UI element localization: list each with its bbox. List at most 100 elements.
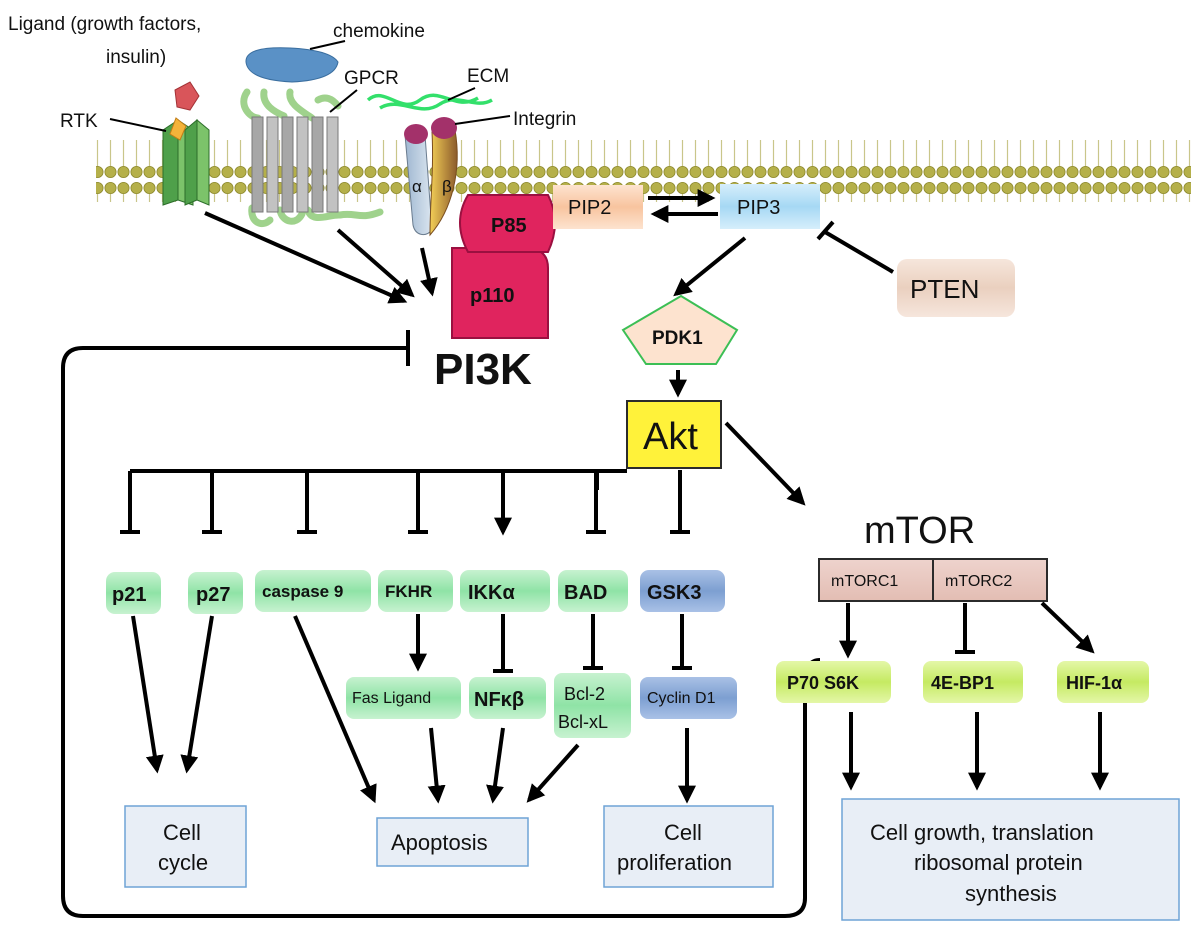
svg-text:FKHR: FKHR	[385, 582, 432, 601]
rtk-pointer	[109, 118, 167, 132]
svg-text:PDK1: PDK1	[652, 328, 703, 349]
nfkb-node: NFκβ	[469, 677, 546, 719]
akt-inhibits-fkhr	[408, 471, 428, 534]
pip2-node: PIP2	[553, 185, 643, 229]
4ebp1-node: 4E-BP1	[923, 661, 1023, 703]
svg-text:PTEN: PTEN	[910, 274, 979, 304]
pten-inhibits-pip3	[816, 220, 895, 274]
akt-inhibits-bad	[586, 471, 606, 534]
p21-to-cellcycle-arrow	[131, 615, 164, 774]
akt-to-mtor-arrow	[724, 421, 806, 506]
gpcr-receptor	[240, 88, 384, 227]
bcl-to-apoptosis-arrow	[526, 743, 580, 803]
bad-node: BAD	[558, 570, 628, 612]
fas-ligand-node: Fas Ligand	[346, 677, 461, 719]
p110-subunit: p110	[451, 247, 549, 339]
p27-to-cellcycle-arrow	[180, 615, 214, 774]
svg-text:Apoptosis: Apoptosis	[391, 830, 488, 855]
gsk3-node: GSK3	[640, 570, 725, 612]
svg-text:Cyclin D1: Cyclin D1	[647, 690, 716, 707]
gpcr-to-pi3k-arrow	[336, 228, 415, 298]
akt-inhibits-caspase9	[297, 471, 317, 534]
integrin-label: Integrin	[513, 109, 576, 130]
chemokine-label: chemokine	[333, 21, 425, 42]
apoptosis-outcome: Apoptosis	[376, 817, 529, 867]
ikka-node: IKKα	[460, 570, 550, 612]
svg-text:HIF-1α: HIF-1α	[1066, 673, 1122, 693]
fkhr-node: FKHR	[378, 570, 453, 612]
svg-text:Cell growth, translation: Cell growth, translation	[870, 820, 1094, 845]
rtk-label: RTK	[60, 111, 98, 132]
pi3k-label: PI3K	[434, 345, 532, 394]
akt-inhibits-p27	[202, 471, 222, 534]
mtor-label: mTOR	[864, 510, 975, 552]
mtorc1-node: mTORC1	[818, 558, 934, 602]
svg-text:NFκβ: NFκβ	[474, 689, 524, 711]
svg-text:P85: P85	[491, 215, 527, 237]
pip3-node: PIP3	[720, 184, 820, 229]
cell-cycle-outcome: Cell cycle	[124, 805, 247, 888]
pten-node: PTEN	[897, 259, 1015, 317]
integrin-pointer	[454, 115, 511, 125]
bcl2-bclxl-node: Bcl-2 Bcl-xL	[554, 673, 631, 738]
ecm-label: ECM	[467, 66, 509, 87]
ecm-pointer	[447, 87, 476, 101]
bad-inhibits-bcl2	[583, 614, 603, 670]
chemokine-shape	[245, 47, 339, 83]
svg-text:GSK3: GSK3	[647, 582, 701, 604]
ligand-shape	[174, 81, 200, 111]
svg-text:BAD: BAD	[564, 582, 607, 604]
akt-node: Akt	[626, 400, 722, 469]
svg-text:ribosomal protein: ribosomal protein	[914, 850, 1083, 875]
gpcr-label: GPCR	[344, 68, 399, 89]
svg-text:mTORC1: mTORC1	[831, 573, 898, 590]
cyclin-d1-node: Cyclin D1	[640, 677, 737, 719]
p70s6k-node: P70 S6K	[776, 661, 891, 703]
svg-text:p110: p110	[470, 285, 514, 307]
caspase9-to-apoptosis-arrow	[293, 615, 377, 804]
nfkb-to-apoptosis-arrow	[486, 727, 505, 804]
svg-text:Fas Ligand: Fas Ligand	[352, 690, 431, 707]
svg-text:Cell: Cell	[163, 820, 201, 845]
akt-inhibits-gsk3	[670, 470, 690, 534]
ecm-fibers	[366, 93, 493, 111]
svg-text:caspase 9: caspase 9	[262, 582, 343, 601]
caspase9-node: caspase 9	[255, 570, 371, 612]
p27-node: p27	[188, 572, 243, 614]
fasligand-to-apoptosis-arrow	[427, 727, 446, 804]
ligand-label-2: insulin)	[106, 47, 166, 68]
p85-subunit: P85	[459, 194, 556, 253]
svg-text:cycle: cycle	[158, 850, 208, 875]
gsk3-inhibits-cyclind1	[672, 614, 692, 670]
mtorc2-to-hif1a-arrow	[1040, 601, 1095, 654]
rtk-receptor	[162, 117, 210, 206]
svg-text:4E-BP1: 4E-BP1	[931, 673, 994, 693]
svg-text:Akt: Akt	[643, 416, 698, 458]
cell-growth-outcome: Cell growth, translation ribosomal prote…	[841, 798, 1180, 921]
mtorc-inhibits-4ebp1	[955, 603, 975, 654]
svg-text:Bcl-2: Bcl-2	[564, 684, 605, 704]
akt-target-bus	[130, 469, 627, 490]
pip3-to-pdk1-arrow	[673, 236, 747, 297]
proliferation-outcome: Cell proliferation	[603, 805, 774, 888]
svg-text:p21: p21	[112, 584, 146, 606]
svg-text:PIP3: PIP3	[737, 197, 780, 219]
akt-inhibits-p21	[120, 471, 140, 534]
chemokine-pointer	[309, 40, 346, 50]
svg-text:P70 S6K: P70 S6K	[787, 673, 859, 693]
ligand-label: Ligand (growth factors,	[8, 14, 201, 35]
integrin-to-pi3k-arrow	[420, 247, 438, 297]
p21-node: p21	[106, 572, 161, 614]
svg-text:PIP2: PIP2	[568, 197, 611, 219]
svg-text:mTORC2: mTORC2	[945, 573, 1012, 590]
pdk1-node: PDK1	[621, 294, 739, 365]
svg-text:IKKα: IKKα	[468, 582, 515, 604]
rtk-to-pi3k-arrow	[204, 211, 408, 304]
svg-text:synthesis: synthesis	[965, 881, 1057, 906]
gpcr-pointer	[329, 89, 358, 113]
mtorc2-node: mTORC2	[932, 558, 1048, 602]
integrin-receptor	[404, 117, 458, 237]
svg-text:p27: p27	[196, 584, 230, 606]
alpha-label: α	[412, 177, 422, 196]
